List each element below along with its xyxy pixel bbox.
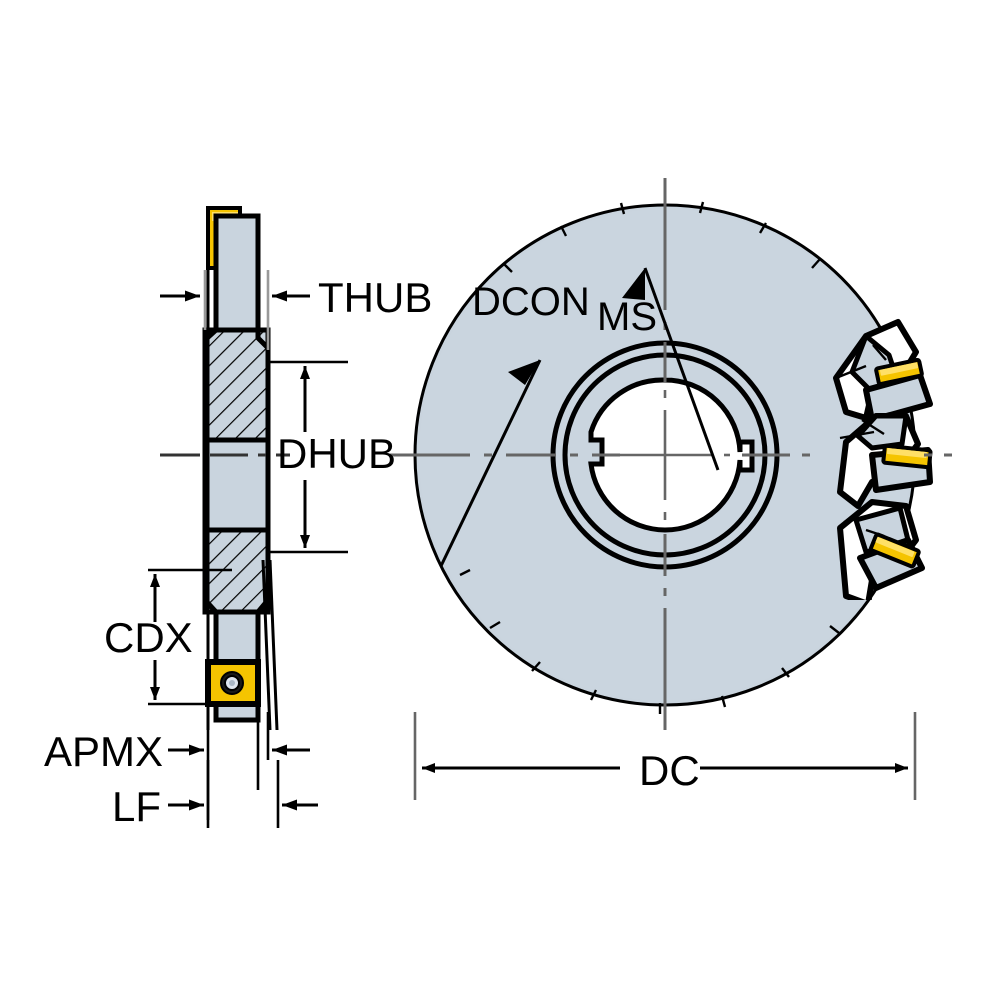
label-thub: THUB — [318, 274, 432, 321]
lf-dimension-group: LF — [112, 760, 318, 830]
thub-dimension-group: THUB — [160, 270, 432, 350]
insert-pocket-lower — [837, 499, 925, 600]
insert-middle-highlight — [886, 448, 928, 458]
section-view-group: THUB DHUB CDX — [44, 206, 432, 830]
cdx-dimension-group: CDX — [104, 568, 232, 706]
insert-pockets-group — [833, 319, 933, 600]
insert-upper-highlight — [879, 362, 919, 376]
label-dc: DC — [639, 747, 700, 794]
insert-lower-highlight — [875, 537, 915, 557]
dc-dimension-group: DC — [413, 712, 917, 800]
label-lf: LF — [112, 783, 161, 830]
hub-flange-upper — [202, 327, 271, 443]
insert-pocket-upper — [833, 319, 933, 423]
bottom-insert-group — [205, 659, 261, 707]
plate-trailing-edge — [261, 559, 279, 731]
label-apmx: APMX — [44, 728, 163, 775]
dhub-dimension-group: DHUB — [268, 360, 396, 554]
dcon-leader — [439, 359, 542, 567]
insert-pocket-middle — [837, 413, 933, 509]
face-view-group: DCON MS DC — [390, 178, 952, 800]
label-cdx: CDX — [104, 614, 193, 661]
ms-leader — [622, 267, 720, 471]
insert-screw-slot — [229, 680, 235, 686]
disc-rim-break-ticks — [459, 201, 873, 714]
label-dcon: DCON — [472, 280, 590, 324]
label-dhub: DHUB — [277, 430, 396, 477]
label-ms: MS — [597, 295, 657, 339]
